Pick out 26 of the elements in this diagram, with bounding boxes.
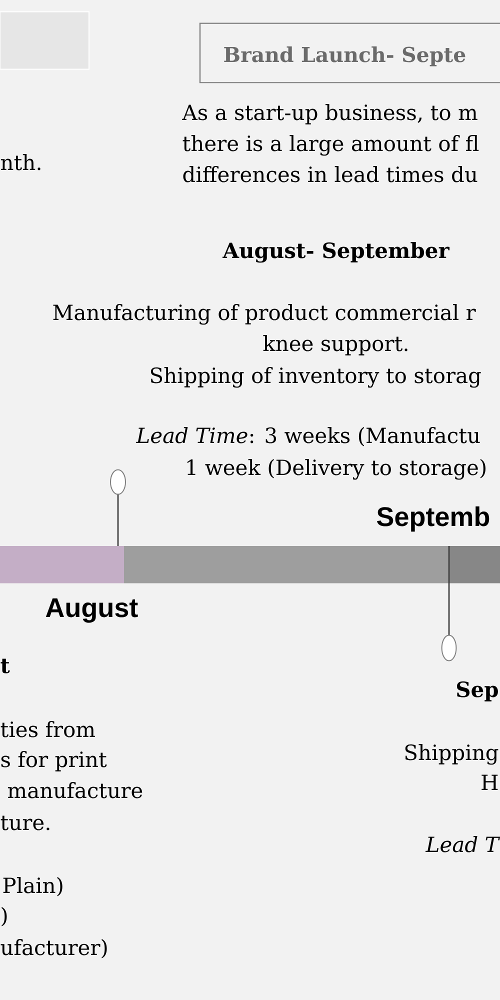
header-box [0,11,90,70]
text-line: Plain) [3,877,62,896]
text-line: Lead T [425,836,500,852]
text-line: 1 week (Delivery to storage) [187,459,486,480]
text-line: Manufacturing of product commercial r [53,304,476,325]
heading: August- September [222,242,450,263]
text-line: knee support. [263,335,408,356]
text-line: ties from [0,721,95,738]
title-box: Brand Launch- Septe [199,22,500,84]
heading: t [0,658,10,674]
text-line: manufacture [8,782,142,798]
heading: Sep [456,681,498,702]
month-label: August [46,598,138,623]
text-line: ture. [0,816,50,830]
text-line: ) [2,907,7,926]
text-line: nth. [0,154,40,170]
text-line: As a start-up business, to m [182,104,478,124]
text-line: ufacturer) [0,939,107,958]
text-line: H [482,774,498,790]
text-line: s for print [1,751,107,772]
text-line: differences in lead times du [183,166,478,182]
text-line: there is a large amount of fl [182,135,479,156]
text-line: Lead Time: 3 weeks (Manufactu [136,427,480,446]
text-line: Shipping [405,744,498,765]
text-line: Shipping of inventory to storag [150,367,481,388]
month-label: Septemb [377,506,490,532]
